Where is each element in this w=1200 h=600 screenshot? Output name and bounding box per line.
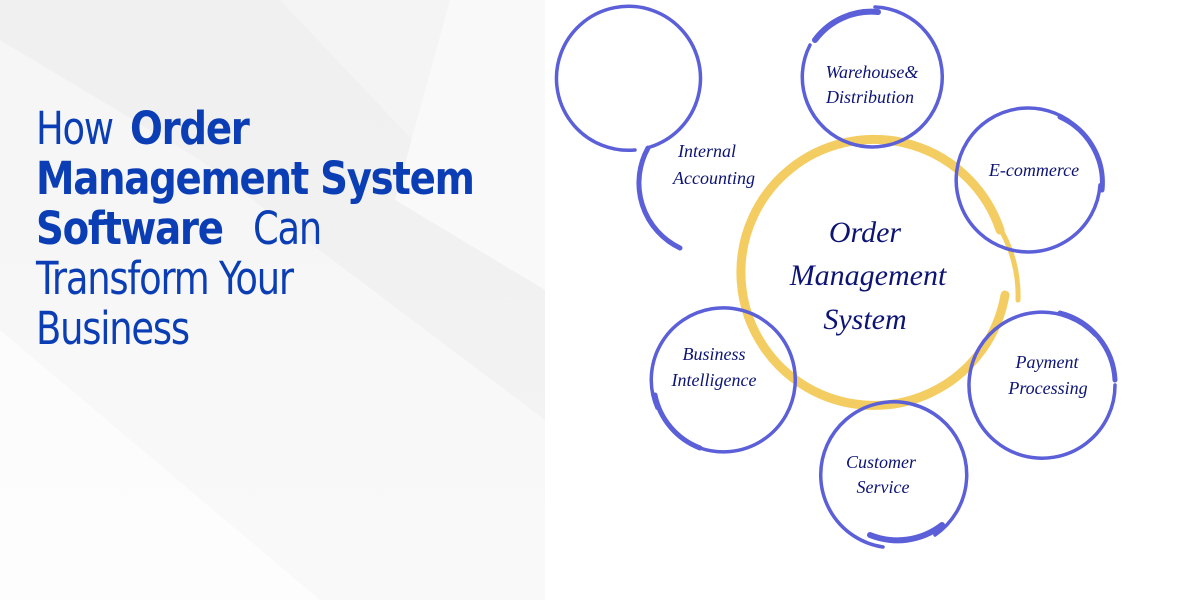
- title-line-2: Management System: [36, 152, 475, 205]
- node-business-intelligence: Business Intelligence: [649, 306, 797, 454]
- center-label: Order Management System: [789, 216, 947, 336]
- center-label-line-1: Order: [829, 216, 902, 249]
- node-label-customer-1: Customer: [846, 452, 917, 472]
- node-label-warehouse-1: Warehouse&: [826, 62, 919, 82]
- center-ring: [736, 134, 1021, 410]
- node-internal-accounting: Internal Accounting: [554, 4, 755, 251]
- node-warehouse: Warehouse& Distribution: [800, 5, 944, 149]
- title-line-1: How Order: [36, 102, 250, 155]
- oms-diagram: Warehouse& Distribution E-commerce Payme…: [554, 4, 1118, 549]
- node-label-payment-1: Payment: [1015, 352, 1080, 372]
- title-line-3: Software Can: [36, 202, 322, 255]
- node-label-bi-2: Intelligence: [671, 370, 757, 390]
- node-label-customer-2: Service: [857, 477, 910, 497]
- node-label-payment-2: Processing: [1007, 378, 1087, 398]
- node-ecommerce: E-commerce: [954, 106, 1105, 254]
- background-facets: [0, 0, 545, 600]
- node-label-ecommerce: E-commerce: [988, 160, 1079, 180]
- title-panel: How Order Management System Software Can…: [0, 0, 545, 600]
- node-label-ia-2: Accounting: [672, 168, 755, 188]
- center-label-line-2: Management: [789, 259, 947, 292]
- node-label-bi-1: Business: [683, 344, 746, 364]
- node-label-ia-1: Internal: [677, 141, 736, 161]
- node-label-warehouse-2: Distribution: [825, 87, 914, 107]
- page-title: How Order Management System Software Can…: [36, 104, 545, 354]
- node-customer: Customer Service: [819, 400, 969, 549]
- title-line-4: Transform Your: [36, 252, 294, 305]
- node-payment: Payment Processing: [967, 310, 1118, 460]
- title-line-5: Business: [36, 302, 190, 355]
- center-label-line-3: System: [823, 303, 906, 336]
